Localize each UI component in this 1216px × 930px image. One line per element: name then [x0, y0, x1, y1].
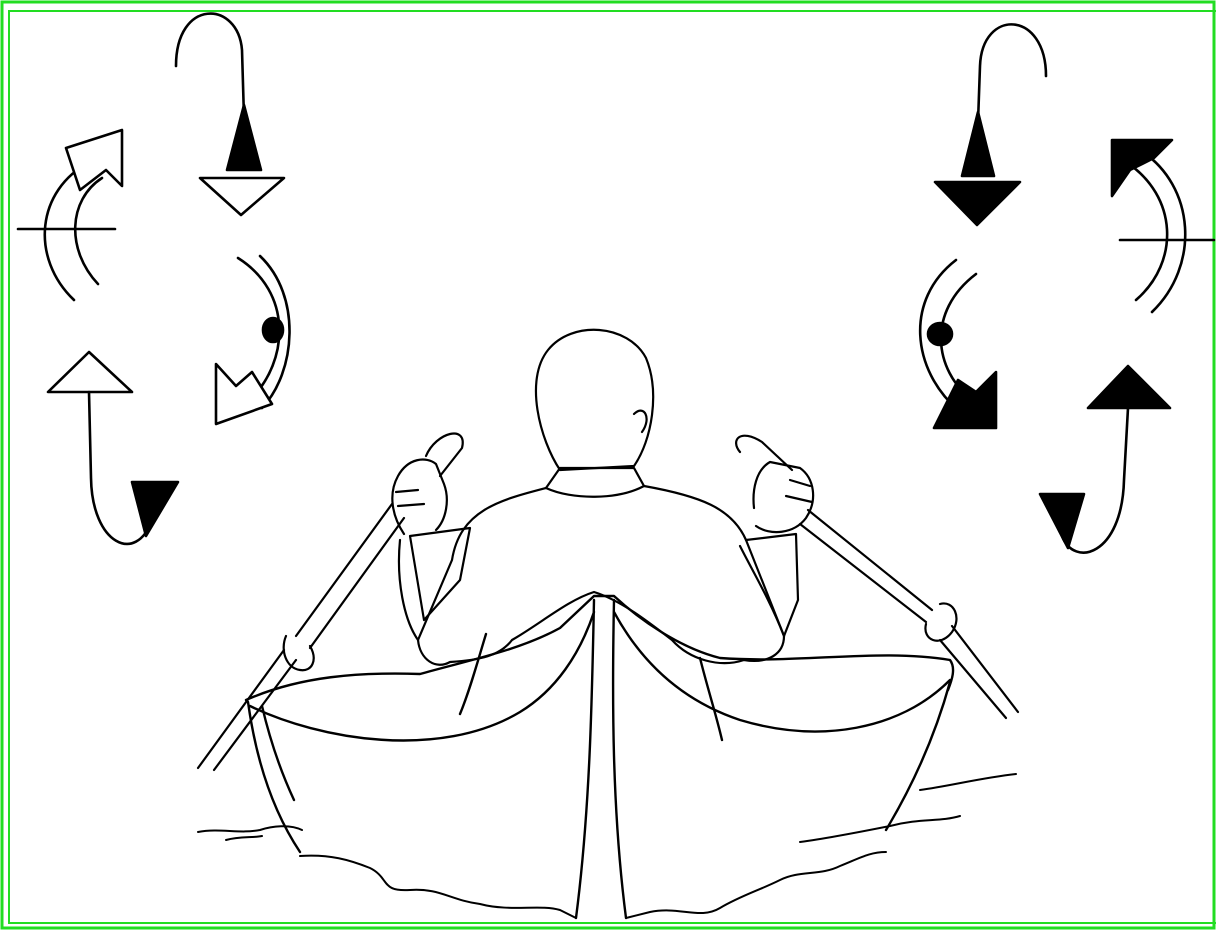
rower-collar: [546, 468, 644, 497]
rower-head: [536, 330, 653, 470]
right-hook-up-arrow-icon: [1040, 366, 1170, 553]
right-stroke-arrows: [920, 24, 1214, 552]
rower-right-hand: [754, 462, 814, 532]
right-hook-down-arrow-icon: [935, 24, 1046, 225]
left-oar: [198, 434, 463, 770]
water-lines: [198, 774, 1016, 918]
boat-gunwale: [246, 596, 953, 700]
left-stroke-arrows: [18, 14, 290, 544]
left-hook-up-arrow-icon: [48, 352, 178, 544]
boat-hull: [248, 702, 300, 852]
right-oar: [736, 436, 1018, 718]
rower-torso: [418, 486, 784, 665]
right-curved-down-arrow-icon: [920, 260, 996, 428]
oars: [198, 434, 1018, 770]
right-curved-up-arrow-icon: [1112, 140, 1214, 312]
left-hook-down-arrow-icon: [176, 14, 284, 215]
rowboat: [246, 596, 953, 918]
rower-figure: [392, 330, 813, 665]
left-curved-down-arrow-icon: [216, 256, 290, 424]
left-curved-up-arrow-icon: [18, 130, 122, 300]
